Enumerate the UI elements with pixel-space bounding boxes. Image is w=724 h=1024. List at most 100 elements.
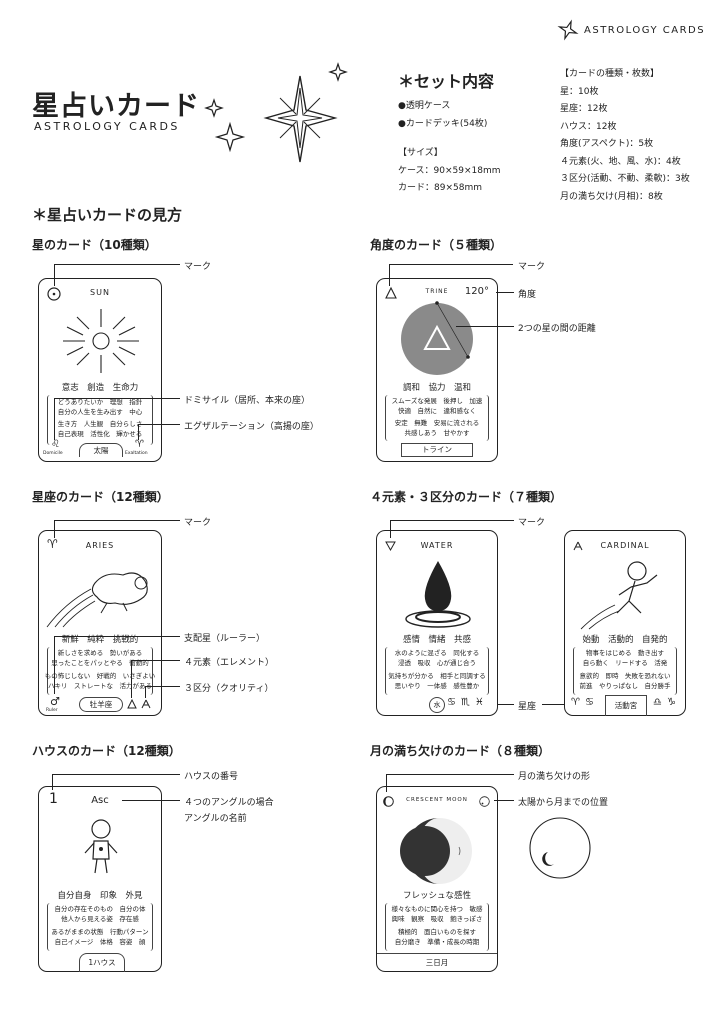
- text-line: 水のように混ざる 同化する: [394, 649, 480, 657]
- text-line: 思いやり 一体感 感性豊か: [394, 682, 480, 691]
- text-line: どうありたいか 理想 指針: [57, 398, 143, 406]
- card-text-1: 自分の存在そのもの 自分の体 他人から見える姿 存在感: [39, 904, 161, 925]
- card-name: SUN: [90, 288, 110, 297]
- text-line: 新しさを求める 勢いがある: [57, 649, 143, 657]
- pisces-symbol-icon: ♓: [475, 697, 484, 708]
- leo-symbol-icon: ♌: [51, 439, 60, 450]
- trine-circle-illustration: [401, 301, 473, 375]
- card-name: CRESCENT MOON: [406, 797, 468, 803]
- text-line: 興味 観察 吸収 飽きっぽさ: [391, 915, 483, 924]
- libra-symbol-icon: ♎: [653, 697, 662, 708]
- card-jp-name: 活動宮: [605, 695, 647, 716]
- leader-line: [456, 326, 514, 327]
- text-line: 浸透 吸収 心が通じ合う: [398, 659, 476, 668]
- card-name: WATER: [420, 541, 454, 550]
- card-text-2: 生き方 人生観 自分らしさ 自己表現 活性化 輝かせる: [39, 419, 161, 440]
- card-text-2: もの怖じしない 好戦的 いさぎよい ハキリ ストレートな 活力がある: [39, 671, 161, 692]
- card-text-2: あるがままの状態 行動パターン 自己イメージ 体格 容姿 顔: [39, 927, 161, 948]
- leader-line: [54, 264, 55, 286]
- crescent-moon-illustration: [400, 818, 472, 884]
- leader-line: [52, 774, 180, 775]
- sign-card-heading: 星座のカード（12種類）: [32, 490, 169, 504]
- sign-card: ♈ ARIES 新鮮 純粋 挑戦的 新しさを求める 勢いがある 思ったことをパッ…: [38, 530, 162, 716]
- ann-house-number: ハウスの番号: [184, 772, 239, 782]
- cardinal-mark-icon: [573, 541, 583, 551]
- text-line: 積極的 面白いものを探す: [398, 928, 476, 936]
- leader-line: [386, 774, 514, 775]
- leader-line: [386, 774, 387, 792]
- card-keywords: 調和 協力 温和: [402, 383, 471, 393]
- card-types-list: 【カードの種類・枚数】 星：10枚 星座：12枚 ハウス：12枚 角度(アスペク…: [560, 66, 690, 206]
- card-keywords: 新鮮 純粋 挑戦的: [61, 635, 139, 645]
- card-jp-name: 三日月: [377, 953, 497, 972]
- text-line: 自分の人生を生み出す 中心: [57, 408, 143, 417]
- text-line: 安定 無難 安易に流される: [394, 419, 480, 427]
- ann-mark: マーク: [518, 518, 546, 528]
- house-card-heading: ハウスのカード（12種類）: [32, 744, 181, 758]
- card-jp-name: 1ハウス: [79, 953, 125, 972]
- cardinal-card: CARDINAL 始動 活動的 自発的 物事をはじめる 動き出す 自ら動く リー…: [564, 530, 686, 716]
- cardinal-quality-icon: [141, 699, 151, 709]
- size-card: カード：89×58mm: [398, 183, 482, 194]
- text-line: 前進 やりっぱなし 自分勝手: [579, 682, 671, 691]
- text-frame: [385, 903, 489, 951]
- ann-quality: ３区分（クオリティ）: [184, 684, 274, 694]
- text-line: あるがままの状態 行動パターン: [51, 928, 149, 936]
- card-keywords: 意志 創造 生命力: [61, 383, 139, 393]
- leader-line: [54, 398, 55, 440]
- water-mark-icon: [385, 541, 396, 552]
- leader-line: [131, 660, 132, 698]
- ann-moon-shape: 月の満ち欠けの形: [518, 772, 591, 782]
- element-card-heading: ４元素・３区分のカード（７種類）: [370, 490, 563, 504]
- leader-line: [494, 800, 514, 801]
- text-line: 気持ちが分かる 相手と同調する: [388, 672, 486, 680]
- leader-line: [122, 800, 180, 801]
- ann-element: ４元素（エレメント）: [184, 658, 275, 668]
- card-name: ARIES: [85, 541, 115, 550]
- domicile-label: Domicile: [43, 451, 63, 456]
- size-case: ケース：90×59×18mm: [398, 165, 501, 176]
- text-line: もの怖じしない 好戦的 いさぎよい: [44, 672, 156, 680]
- moon-phase-mark-icon: [383, 796, 394, 807]
- text-line: ハキリ ストレートな 活力がある: [48, 682, 152, 691]
- card-text-1: どうありたいか 理想 指針 自分の人生を生み出す 中心: [39, 397, 161, 418]
- leader-line: [54, 264, 180, 265]
- running-figure-illustration: [580, 561, 658, 630]
- ann-angle-name: アングルの名前: [184, 814, 247, 824]
- ann-domicile: ドミサイル（居所、本来の座）: [184, 396, 311, 406]
- leader-line: [54, 520, 55, 538]
- type-item: 月の満ち欠け(月相)：8枚: [560, 191, 663, 202]
- card-keywords: 感情 情緒 共感: [402, 635, 471, 645]
- fire-element-icon: [127, 698, 137, 709]
- moon-card-heading: 月の満ち欠けのカード（８種類）: [370, 744, 551, 758]
- text-line: スムーズな発展 後押し 加速: [391, 397, 483, 405]
- card-jp-name: トライン: [401, 443, 473, 457]
- ann-mark: マーク: [184, 518, 212, 528]
- person-illustration-icon: [84, 819, 118, 874]
- aries-symbol-icon: ♈: [135, 439, 144, 450]
- set-items: ●透明ケース ●カードデッキ(54枚) 【サイズ】 ケース：90×59×18mm…: [398, 98, 501, 198]
- card-text-1: 物事をはじめる 動き出す 自ら動く リードする 活発: [565, 648, 685, 669]
- leader-line: [390, 520, 514, 521]
- type-item: 星座：12枚: [560, 104, 608, 115]
- sun-moon-position-diagram: [529, 817, 591, 879]
- scorpio-symbol-icon: ♏: [461, 697, 470, 708]
- type-item: ３区分(活動、不動、柔軟)：3枚: [560, 174, 690, 185]
- angle-name: Asc: [91, 795, 109, 806]
- text-frame: [47, 903, 153, 951]
- aries-mark-icon: ♈: [47, 537, 58, 551]
- leader-line: [54, 520, 180, 521]
- water-card: WATER 感情 情緒 共感 水のように混ざる 同化する 浸透 吸収 心が通じ合…: [376, 530, 498, 716]
- ann-mark: マーク: [518, 262, 546, 272]
- text-line: 他人から見える姿 存在感: [61, 915, 139, 924]
- text-line: 自己表現 活性化 輝かせる: [57, 430, 143, 439]
- leader-line: [542, 704, 564, 705]
- type-item: 星：10枚: [560, 86, 599, 97]
- set-item: ●カードデッキ(54枚): [398, 118, 488, 129]
- card-name: TRINE: [425, 288, 449, 295]
- text-line: 自分磨き 準備・成長の時期: [394, 938, 480, 947]
- card-text-1: 新しさを求める 勢いがある 思ったことをパッとやる 衝動的: [39, 648, 161, 669]
- leader-line: [131, 660, 180, 661]
- cancer-symbol-icon: ♋: [447, 697, 456, 708]
- card-keywords: 自分自身 印象 外見: [57, 891, 143, 901]
